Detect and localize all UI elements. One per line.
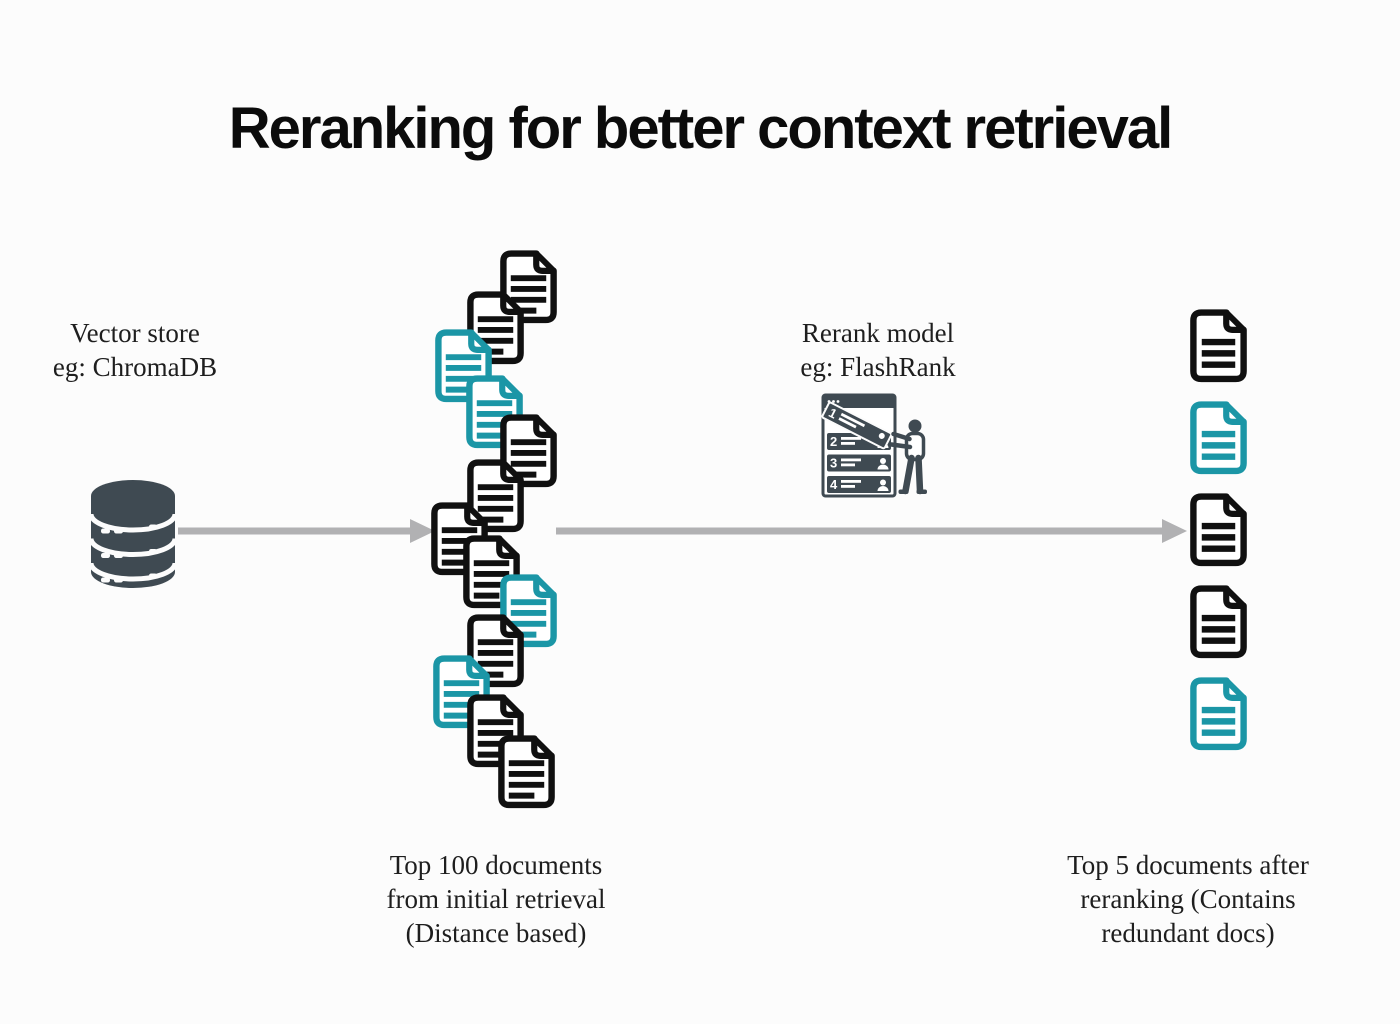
rerank-model-label: Rerank model eg: FlashRank — [758, 316, 998, 384]
document-icon — [1190, 401, 1247, 475]
svg-text:3: 3 — [830, 456, 837, 471]
reranked-caption-line3: redundant docs) — [1101, 918, 1275, 949]
document-icon — [500, 414, 557, 488]
rank-row-4: 4 — [827, 476, 891, 493]
document-icon — [1190, 585, 1247, 659]
rank-row-1-tilted: 1 — [821, 401, 893, 450]
database-icon — [89, 480, 177, 588]
initial-caption-line3: (Distance based) — [405, 918, 587, 949]
document-icon — [467, 459, 524, 533]
reranked-results-caption: Top 5 documents after reranking (Contain… — [1003, 848, 1373, 950]
document-icon — [1190, 309, 1247, 383]
reranked-caption-line2: reranking (Contains — [1080, 884, 1296, 915]
reranked-caption-line1: Top 5 documents after — [1067, 850, 1309, 880]
arrow-docs-to-reranked — [556, 519, 1187, 543]
document-icon — [467, 614, 524, 688]
document-icon — [498, 735, 555, 809]
rerank-model-label-line2: eg: FlashRank — [800, 352, 956, 383]
arrow-store-to-docs — [178, 519, 435, 543]
vector-store-label-line2: eg: ChromaDB — [52, 352, 218, 383]
svg-text:2: 2 — [830, 434, 837, 449]
initial-caption-line1: Top 100 documents — [389, 850, 603, 880]
person-figure — [889, 419, 927, 495]
initial-caption-line2: from initial retrieval — [386, 884, 606, 915]
document-icon — [1190, 493, 1247, 567]
vector-store-label-line1: Vector store — [70, 318, 200, 348]
reranked-docs-column — [1187, 307, 1250, 753]
diagram-title: Reranking for better context retrieval — [228, 95, 1174, 161]
vector-store-label: Vector store eg: ChromaDB — [25, 316, 245, 384]
svg-text:4: 4 — [830, 477, 838, 492]
rerank-model-label-line1: Rerank model — [801, 318, 955, 348]
rank-row-3: 3 — [827, 454, 891, 472]
rerank-person-icon: 2 3 4 1 — [821, 393, 927, 498]
document-icon — [1190, 677, 1247, 751]
initial-retrieval-caption: Top 100 documents from initial retrieval… — [318, 848, 674, 950]
